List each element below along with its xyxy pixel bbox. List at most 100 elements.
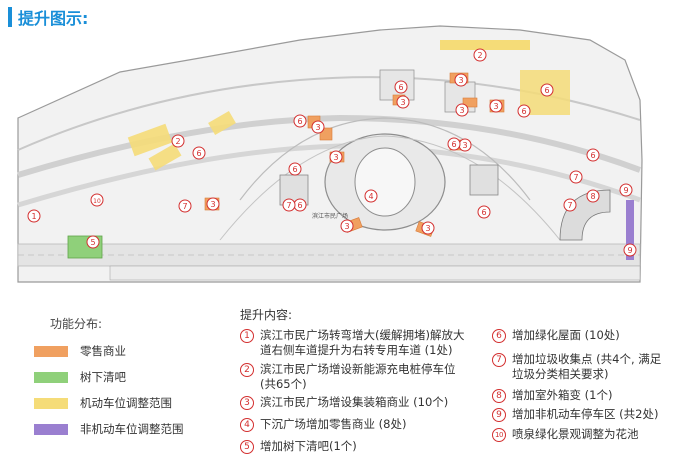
plan-marker-number: 3 (493, 102, 498, 111)
item-number-badge: 4 (240, 418, 254, 432)
non-vehicle-parking-strip (626, 200, 634, 260)
plan-marker-number: 4 (368, 192, 373, 201)
plan-marker: 6 (586, 148, 600, 162)
plan-marker: 3 (458, 138, 472, 152)
plan-marker: 7 (569, 170, 583, 184)
heading-text: 提升图示: (18, 9, 89, 28)
plan-marker: 6 (447, 137, 461, 151)
item-text: 滨江市民广场转弯增大(缓解拥堵)解放大 (260, 328, 465, 342)
plan-marker-number: 3 (333, 153, 338, 162)
item-text: 下沉广场增加零售商业 (8处) (260, 417, 407, 431)
plan-marker: 2 (171, 134, 185, 148)
plan-marker: 8 (586, 189, 600, 203)
plan-marker-number: 3 (425, 224, 430, 233)
content-item-1: 1 滨江市民广场转弯增大(缓解拥堵)解放大 道右侧车道提升为右转专用车道 (1处… (240, 328, 480, 358)
plan-marker: 3 (454, 73, 468, 87)
item-number-badge: 3 (240, 396, 254, 410)
plan-marker: 1 (27, 209, 41, 223)
plan-marker-number: 3 (210, 200, 215, 209)
plan-marker: 3 (311, 120, 325, 134)
plan-marker: 3 (421, 221, 435, 235)
item-text: 增加室外箱变 (1个) (512, 388, 613, 402)
legend-item-non-vehicle-parking: 非机动车位调整范围 (34, 421, 184, 437)
plan-marker: 7 (282, 198, 296, 212)
plan-marker-number: 3 (459, 106, 464, 115)
content-item-8: 8 增加室外箱变 (1个) (492, 388, 690, 403)
plan-marker: 3 (396, 95, 410, 109)
item-number-badge: 5 (240, 440, 254, 454)
plan-marker-number: 6 (481, 208, 486, 217)
plan-marker: 3 (455, 103, 469, 117)
legend-item-vehicle-parking: 机动车位调整范围 (34, 395, 172, 411)
item-text: 垃圾分类相关要求) (512, 367, 609, 381)
plan-marker: 6 (288, 162, 302, 176)
item-number-badge: 7 (492, 353, 506, 367)
item-number-badge: 9 (492, 408, 506, 422)
plan-marker-number: 7 (567, 201, 572, 210)
plan-marker-number: 8 (590, 192, 595, 201)
item-text: (共65个) (260, 377, 307, 391)
plan-marker-number: 6 (292, 165, 297, 174)
bottom-building-strip (109, 265, 641, 281)
plan-marker-number: 6 (196, 149, 201, 158)
content-item-2: 2 滨江市民广场增设新能源充电桩停车位 (共65个) (240, 362, 480, 392)
plan-marker-number: 2 (175, 137, 180, 146)
plan-marker-number: 6 (297, 201, 302, 210)
legend-swatch-vehicle-parking (34, 397, 68, 409)
plan-marker: 6 (477, 205, 491, 219)
item-text: 增加非机动车停车区 (共2处) (512, 407, 659, 421)
content-item-9: 9 增加非机动车停车区 (共2处) (492, 407, 690, 422)
heading-accent-bar (8, 7, 12, 27)
plan-marker: 6 (293, 198, 307, 212)
plan-marker-number: 6 (451, 140, 456, 149)
plan-marker-number: 6 (398, 83, 403, 92)
item-number-badge: 2 (240, 363, 254, 377)
plan-marker-number: 3 (458, 76, 463, 85)
item-number-badge: 1 (240, 329, 254, 343)
plan-marker-number: 6 (297, 117, 302, 126)
legend-label: 树下清吧 (80, 370, 126, 384)
plan-marker: 3 (329, 150, 343, 164)
content-item-3: 3 滨江市民广场增设集装箱商业 (10个) (240, 395, 480, 410)
plan-marker-number: 6 (590, 151, 595, 160)
item-text: 增加垃圾收集点 (共4个, 满足 (512, 352, 662, 366)
plan-marker: 6 (517, 104, 531, 118)
item-number-badge: 6 (492, 329, 506, 343)
plan-marker-number: 9 (627, 246, 632, 255)
item-text: 喷泉绿化景观调整为花池 (512, 427, 639, 441)
item-text: 道右侧车道提升为右转专用车道 (1处) (260, 343, 453, 357)
plan-marker: 9 (619, 183, 633, 197)
item-text: 滨江市民广场增设新能源充电桩停车位 (260, 362, 456, 376)
plan-marker-number: 3 (344, 222, 349, 231)
plaza-label: 滨江市民广场 (312, 212, 348, 220)
content-item-7: 7 增加垃圾收集点 (共4个, 满足 垃圾分类相关要求) (492, 352, 690, 382)
plan-marker-number: 6 (521, 107, 526, 116)
content-title: 提升内容: (240, 308, 293, 322)
central-plaza (354, 147, 416, 217)
plaza-arc (239, 117, 531, 201)
plan-marker-number: 6 (544, 86, 549, 95)
plan-marker-number: 3 (462, 141, 467, 150)
road-lane (17, 143, 641, 208)
plan-marker: 7 (178, 199, 192, 213)
plan-marker-number: 9 (623, 186, 628, 195)
plan-marker: 2 (473, 48, 487, 62)
legend-label: 机动车位调整范围 (80, 396, 172, 410)
plan-marker: 5 (86, 235, 100, 249)
content-item-6: 6 增加绿化屋面 (10处) (492, 328, 690, 343)
plan-marker-number: 7 (573, 173, 578, 182)
building-block (469, 164, 499, 196)
plan-marker-number: 3 (400, 98, 405, 107)
plan-marker-number: 5 (90, 238, 95, 247)
plan-marker: 4 (364, 189, 378, 203)
plan-marker-number: 7 (286, 201, 291, 210)
plan-marker: 3 (340, 219, 354, 233)
legend-label: 非机动车位调整范围 (80, 422, 184, 436)
item-text: 增加树下清吧(1个) (260, 439, 357, 453)
plan-marker: 7 (563, 198, 577, 212)
item-number-badge: 10 (492, 428, 506, 442)
legend-swatch-non-vehicle-parking (34, 423, 68, 435)
plan-marker: 10 (90, 193, 104, 207)
